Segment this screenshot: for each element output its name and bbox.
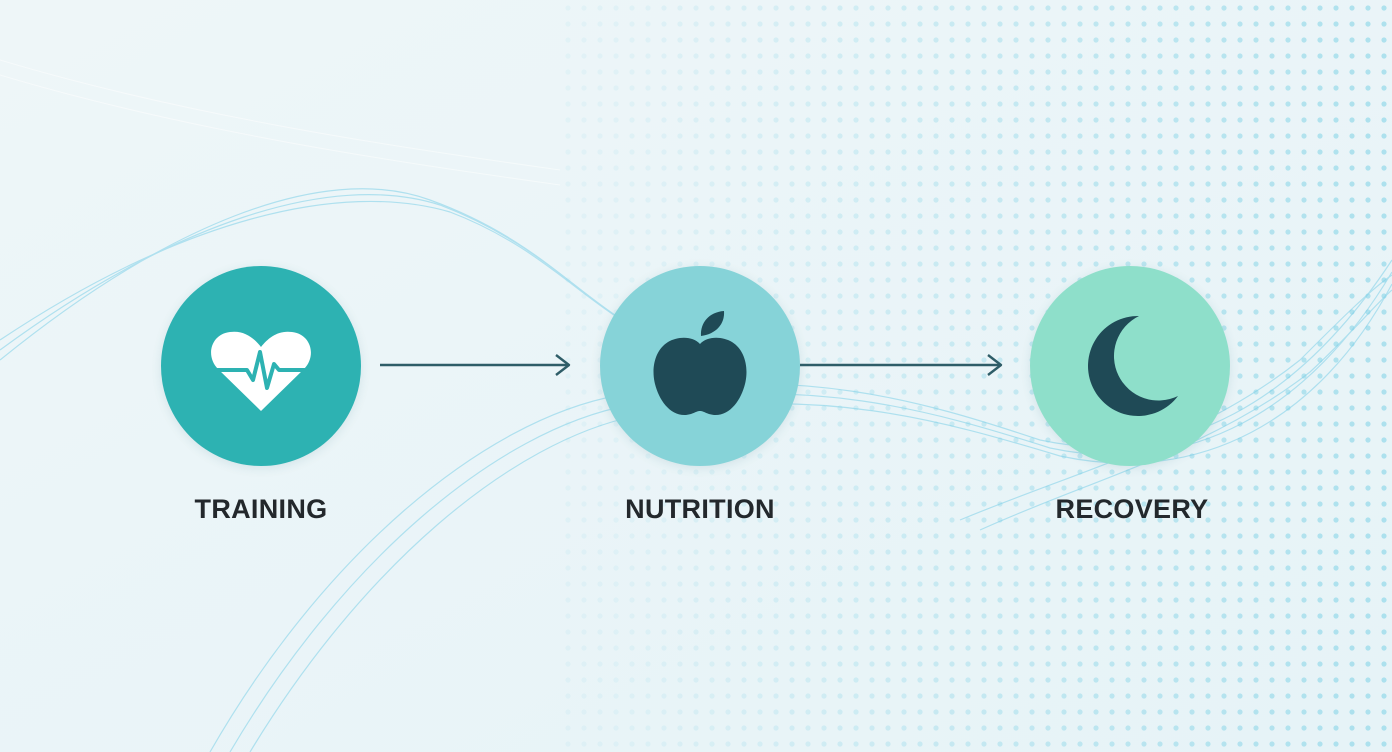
moon-icon: [1088, 315, 1178, 416]
step-label-recovery: RECOVERY: [1055, 494, 1209, 524]
arrow-nutrition-to-recovery: [800, 354, 1003, 376]
training-circle: [161, 266, 361, 466]
recovery-circle: [1030, 266, 1230, 466]
nutrition-circle: [600, 266, 800, 466]
arrow-training-to-nutrition: [380, 354, 571, 376]
step-label-nutrition: NUTRITION: [625, 494, 775, 524]
step-label-training: TRAINING: [194, 494, 328, 524]
heart-pulse-icon: [211, 331, 311, 411]
apple-icon: [653, 311, 747, 416]
